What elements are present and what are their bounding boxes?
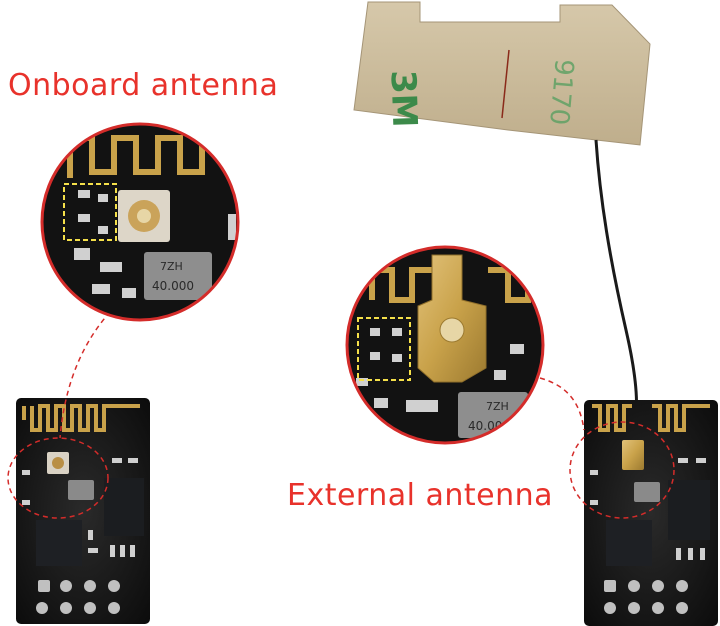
external-antenna-sticker: 3M 9170 <box>353 1 651 146</box>
crystal-frequency-text: 40.000 <box>152 279 194 293</box>
left-magnifier: 7ZH 40.000 <box>42 124 238 320</box>
left-module-board <box>16 398 150 624</box>
right-highlight-box <box>357 317 411 381</box>
left-highlight-ellipse <box>7 437 109 519</box>
svg-text:9170: 9170 <box>543 58 579 127</box>
right-highlight-ellipse <box>569 421 675 519</box>
right-module-board <box>584 400 718 626</box>
crystal-code-text-right: 7ZH <box>486 400 509 413</box>
right-magnifier-ring <box>345 245 545 445</box>
left-magnifier-ring <box>40 122 240 322</box>
coax-cable <box>594 139 638 438</box>
right-callout-line <box>539 377 585 431</box>
sticker-3m-logo: 3M <box>382 69 424 128</box>
left-callout-line <box>59 311 111 439</box>
external-antenna-label: External antenna <box>287 478 554 513</box>
right-magnifier: 7ZH 40.000 <box>347 247 543 443</box>
crystal-code-text: 7ZH <box>160 260 183 273</box>
left-highlight-box <box>63 183 117 241</box>
onboard-antenna-label: Onboard antenna <box>8 68 279 103</box>
